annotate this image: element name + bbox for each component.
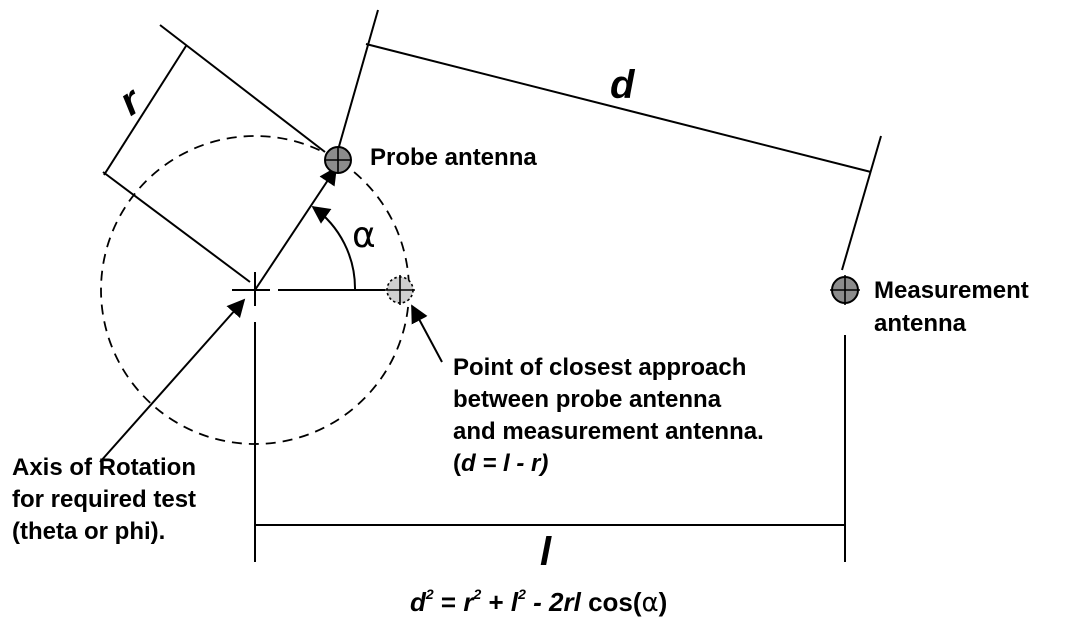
r-extension-probe [159,24,326,153]
probe-antenna-label: Probe antenna [370,144,537,171]
measurement-antenna-icon [830,275,860,305]
axis-rotation-line3: (theta or phi). [12,518,165,545]
r-dimension-line [103,45,187,176]
closest-approach-line2: between probe antenna [453,386,722,413]
d-dimension-line [365,43,872,173]
radius-vector [254,166,337,291]
d-symbol: d [610,63,636,107]
l-symbol: l [540,530,552,574]
d-extension-measurement [841,135,882,271]
closest-approach-line4: (d = l - r) [453,450,548,477]
closest-approach-line3: and measurement antenna. [453,418,764,445]
r-extension-axis [102,171,251,283]
axis-rotation-line2: for required test [12,486,196,513]
measurement-antenna-label-line2: antenna [874,310,967,337]
axis-rotation-line1: Axis of Rotation [12,454,196,481]
distance-formula: d2 = r2 + l2 - 2rl cos(α) [410,586,667,618]
probe-antenna-icon [324,146,352,174]
closest-approach-line1: Point of closest approach [453,354,746,381]
closest-pointer-arrow [411,304,443,363]
alpha-symbol: α [352,215,376,256]
alpha-arc [311,205,357,291]
axis-pointer-arrow [99,298,246,463]
d-extension-probe [337,9,379,151]
r-symbol: r [111,77,150,124]
measurement-antenna-label-line1: Measurement [874,277,1029,304]
closest-approach-icon [385,275,415,305]
